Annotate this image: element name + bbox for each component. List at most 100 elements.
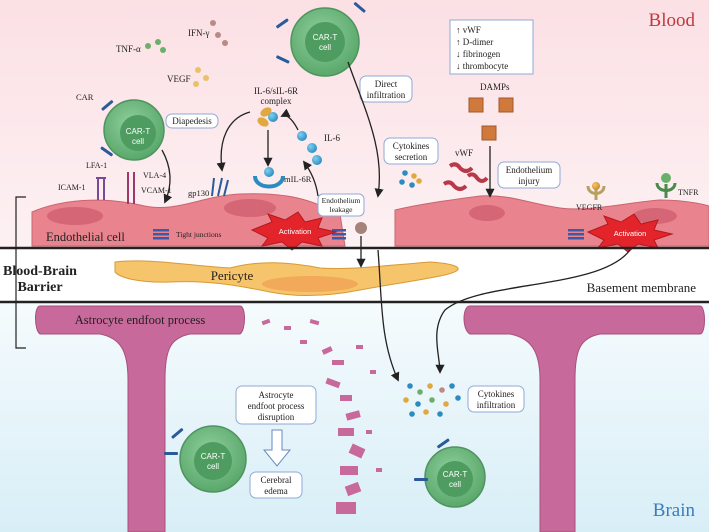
tnf-alpha-label: TNF-α [116, 44, 141, 54]
edema-2: edema [264, 486, 287, 496]
vegfr-receptor [586, 182, 606, 200]
endothelium-injury-2: injury [518, 176, 540, 186]
tight-junction-3 [568, 229, 584, 240]
vegfr-label: VEGFR [576, 203, 603, 212]
nucleus [469, 205, 505, 221]
coag-line-4: ↓ thrombocyte [456, 61, 508, 71]
tight-junction-1 [153, 229, 169, 240]
il6-molecules [297, 131, 322, 165]
svg-text:CAR-T: CAR-T [201, 452, 226, 461]
car-t-cell-brain-right: CAR-T cell [414, 438, 486, 508]
astrocyte-endfoot-right [463, 305, 705, 532]
activation-label-right: Activation [614, 229, 647, 238]
gp130-label: gp130 [188, 188, 209, 198]
vla4-label: VLA-4 [143, 171, 166, 180]
car-label: CAR [76, 92, 94, 102]
svg-text:cell: cell [207, 462, 219, 471]
astrocyte-endfoot-left [35, 305, 245, 532]
car-t-cell-top: CAR-T cell [276, 2, 366, 77]
endothelial-cell-label: Endothelial cell [46, 230, 125, 244]
coag-line-2: ↑ D-dimer [456, 37, 493, 47]
svg-text:CAR-T: CAR-T [313, 33, 338, 42]
activation-label-left: Activation [279, 227, 312, 236]
direct-infiltration-1: Direct [375, 79, 398, 89]
cytokines-infiltration-2: infiltration [477, 400, 516, 410]
coagulation-box [449, 19, 534, 75]
svg-text:cell: cell [319, 43, 331, 52]
il6-complex-label-2: complex [261, 96, 292, 106]
activation-star-left [250, 211, 338, 251]
svg-text:cell: cell [449, 480, 461, 489]
brain-cytokines [403, 383, 461, 417]
gp130-receptor [211, 177, 229, 197]
mil6r-receptor [253, 167, 285, 189]
cytokines-secretion-2: secretion [395, 152, 428, 162]
bbb-label-2: Barrier [17, 280, 62, 295]
nucleus [224, 199, 276, 217]
icam1-label: ICAM-1 [58, 183, 86, 192]
cell-to-il6-arrow [302, 160, 319, 197]
edema-arrow [262, 429, 292, 467]
vegf-molecules [193, 67, 209, 87]
brain-label: Brain [653, 500, 696, 521]
tnf-alpha-molecules [145, 39, 166, 53]
il6-complex [257, 107, 278, 127]
disruption-2: endfoot process [248, 401, 305, 411]
lfa1-receptor [96, 177, 106, 200]
astrocyte-fragments [261, 318, 382, 514]
ifn-gamma-molecules [210, 20, 228, 46]
endothelium-injury-1: Endothelium [506, 165, 553, 175]
direct-infiltration-2: infiltration [367, 90, 406, 100]
vla4-receptor [127, 172, 135, 204]
coag-line-3: ↓ fibrinogen [456, 49, 501, 59]
endothelium-injury-box [497, 161, 561, 189]
pericyte-nucleus [262, 276, 358, 292]
disruption-3: disruption [258, 412, 295, 422]
direct-infiltration-box [359, 75, 413, 103]
damps-squares [468, 97, 514, 141]
edema-box [249, 471, 303, 499]
vegf-label: VEGF [167, 74, 191, 84]
tight-junctions-label: Tight junctions [176, 230, 221, 239]
tight-junction-2 [332, 229, 346, 240]
bbb-bracket [15, 196, 26, 349]
mil6r-label: mIL-6R [284, 174, 312, 184]
vwf-molecules [442, 162, 489, 191]
tnfr-label: TNFR [678, 188, 699, 197]
pericyte-label: Pericyte [211, 268, 254, 283]
cytokines-infiltration-box [467, 385, 525, 413]
nucleus [633, 208, 677, 224]
il6-complex-label-1: IL-6/sIL-6R [254, 86, 298, 96]
leakage-label-2: leakage [330, 205, 354, 214]
basement-membrane-label: Basement membrane [587, 280, 697, 295]
tnfr-receptor [655, 173, 677, 198]
right-cell-infiltration-arrow [435, 249, 631, 374]
diapedesis-box [165, 113, 219, 129]
astrocyte-endfoot-label: Astrocyte endfoot process [75, 313, 206, 327]
il6-label: IL-6 [324, 133, 340, 143]
cytokines-secretion-1: Cytokines [393, 141, 430, 151]
il6-to-complex-arrow [280, 108, 299, 131]
lfa1-label: LFA-1 [86, 161, 107, 170]
nucleus [47, 207, 103, 225]
svg-text:cell: cell [132, 137, 144, 146]
cytokines-infiltration-1: Cytokines [478, 389, 515, 399]
activation-star-right [586, 213, 674, 253]
complex-to-gp130-arrow [216, 111, 251, 172]
car-t-cell-diapedesis: CAR-T cell [100, 99, 165, 161]
disruption-box [235, 385, 317, 425]
bbb-label-1: Blood-Brain [3, 264, 77, 279]
vcam1-label: VCAM-1 [141, 186, 172, 195]
disruption-1: Astrocyte [259, 390, 294, 400]
leakage-box [317, 193, 365, 217]
svg-text:CAR-T: CAR-T [126, 127, 151, 136]
blood-label: Blood [649, 10, 696, 31]
infiltration-path-arrow [377, 249, 400, 382]
svg-text:CAR-T: CAR-T [443, 470, 468, 479]
diapedesis-label: Diapedesis [172, 116, 212, 126]
direct-infiltration-arrow [347, 61, 384, 198]
damps-label: DAMPs [480, 82, 510, 92]
secreted-cytokines [399, 170, 422, 188]
